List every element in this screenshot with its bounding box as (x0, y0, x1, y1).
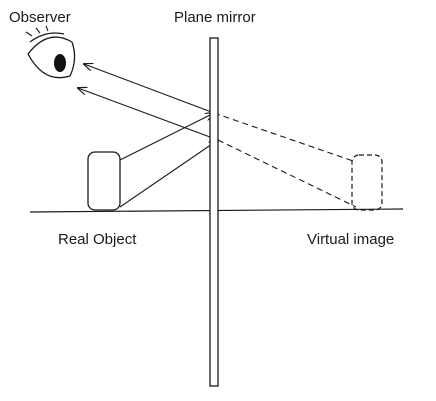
observer-label: Observer (9, 9, 71, 26)
incident-ray-bottom (119, 140, 218, 208)
eye-pupil (54, 54, 66, 72)
virtual-ray-bottom (217, 139, 357, 208)
real-object-label: Real Object (58, 231, 137, 248)
virtual-image-box (351, 154, 383, 211)
plane-mirror (209, 37, 219, 387)
incident-ray-top (119, 113, 214, 161)
eye-icon (25, 25, 76, 79)
mirror-label: Plane mirror (174, 9, 256, 26)
reflected-ray-top (84, 64, 215, 114)
virtual-ray-top (213, 112, 357, 163)
real-object-box (87, 151, 121, 211)
reflected-ray-bottom (78, 88, 219, 141)
virtual-image-label: Virtual image (307, 231, 394, 248)
